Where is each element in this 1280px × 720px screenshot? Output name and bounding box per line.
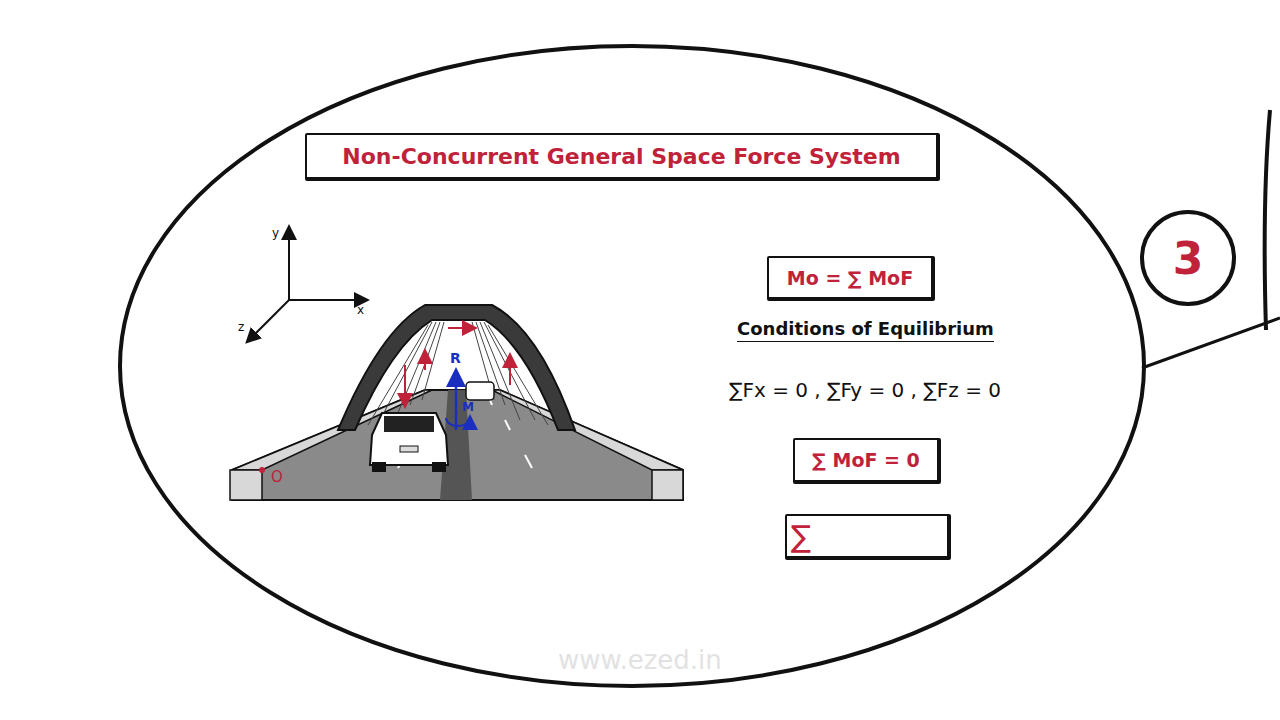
callout-circle: 3 <box>1140 210 1236 306</box>
axes <box>248 228 366 341</box>
node-text: 3 <box>1173 233 1204 284</box>
equation-box: Mo = ∑ MoF <box>767 256 935 301</box>
point-label: O <box>271 468 283 486</box>
axis-label: y <box>272 226 279 240</box>
axis-label: z <box>238 320 244 334</box>
force-label: R <box>450 350 461 366</box>
moment-label: M <box>462 400 474 414</box>
node-text: ∑ MoF = 0 <box>812 449 920 471</box>
node-text: Non-Concurrent General Space Force Syste… <box>342 144 900 169</box>
equation-box: ∑ <box>785 514 951 560</box>
node-text: Mo = ∑ MoF <box>787 267 913 289</box>
next-frame <box>1265 110 1270 330</box>
axis-label: x <box>357 303 364 317</box>
link-line <box>1142 318 1280 368</box>
title-box: Non-Concurrent General Space Force Syste… <box>305 133 940 181</box>
bridge-drawing <box>230 305 683 500</box>
watermark: www.ezed.in <box>558 645 722 675</box>
section-heading: Conditions of Equilibrium <box>737 318 994 342</box>
node-text: ∑ <box>791 519 811 554</box>
equation-box: ∑ MoF = 0 <box>793 438 941 484</box>
frame-ellipse <box>120 46 1144 686</box>
equation-text: ∑Fx = 0 , ∑Fy = 0 , ∑Fz = 0 <box>729 378 1001 402</box>
